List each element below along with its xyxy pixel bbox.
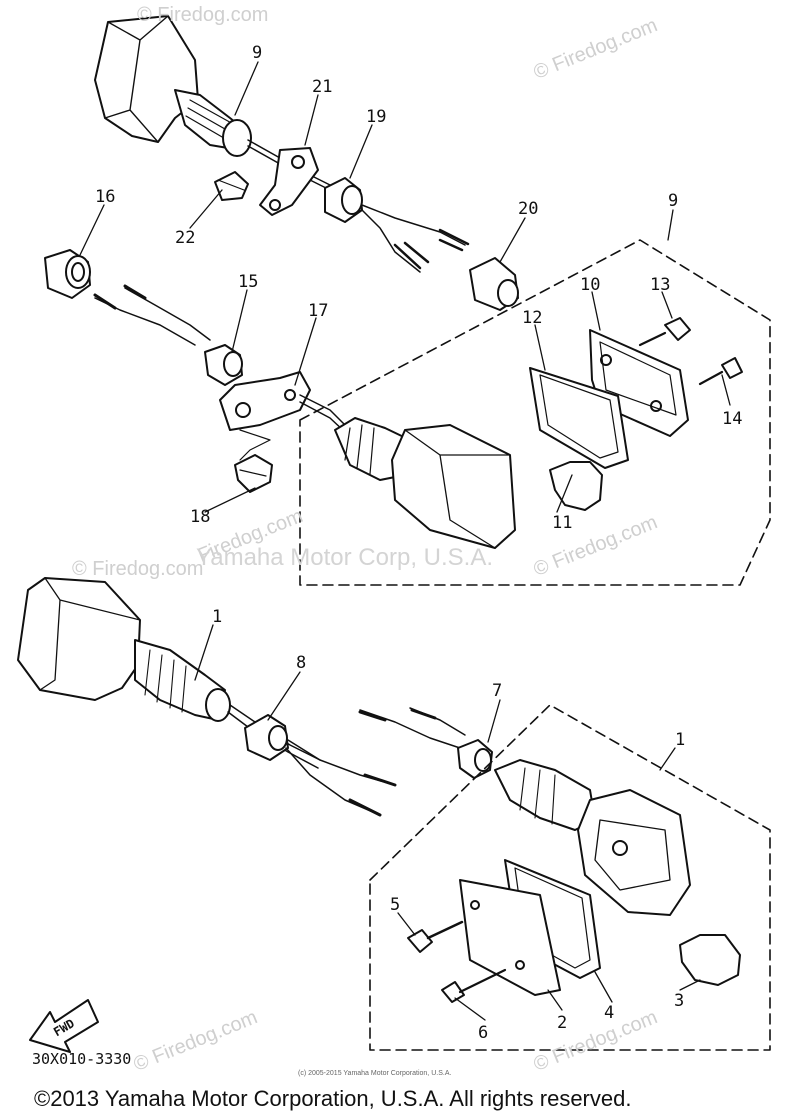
grommet-15 [93,284,243,386]
watermark-firedog: © Firedog.com [72,558,204,580]
watermark-yamaha: Yamaha Motor Corp, U.S.A. [196,544,493,571]
turn-signal-bottom-right [494,759,691,916]
watermark-firedog: © Firedog.com [137,4,269,26]
callout-4: 4 [604,1003,614,1023]
callout-20: 20 [518,199,538,219]
screw-14 [698,357,743,386]
copyright-notice: ©2013 Yamaha Motor Corporation, U.S.A. A… [34,1086,632,1111]
screw-13 [638,317,691,347]
callout-6: 6 [478,1023,488,1043]
turn-signal-middle [299,394,516,549]
diagram-code: 30X010-3330 [32,1050,132,1068]
screw-6 [441,968,507,1003]
callout-9b: 9 [668,191,678,211]
leader-lines [79,61,731,1021]
gasket-12 [529,367,629,469]
callout-13: 13 [650,275,670,295]
callout-7: 7 [492,681,502,701]
callout-1b: 1 [675,730,685,750]
fine-print: (c) 2005-2015 Yamaha Motor Corporation, … [298,1070,452,1077]
assembly-box-upper [299,239,771,586]
bolt-22 [214,171,249,201]
lens-2 [459,879,561,996]
turn-signal-bottom-left [17,577,321,769]
cap-20 [469,257,519,311]
callout-15: 15 [238,272,258,292]
grommet-7 [358,707,493,779]
callout-3: 3 [674,991,684,1011]
callout-22: 22 [175,228,195,248]
callout-1: 1 [212,607,222,627]
bolt-18 [234,454,273,493]
cap-16 [44,249,91,299]
callout-17: 17 [308,301,328,321]
turn-signal-top-left [94,15,331,191]
callout-18: 18 [190,507,210,527]
callout-14: 14 [722,409,742,429]
callout-9: 9 [252,43,262,63]
assembly-box-lower [369,704,771,1051]
bulb-3 [679,934,741,986]
callout-12: 12 [522,308,542,328]
callout-8: 8 [296,653,306,673]
callout-10: 10 [580,275,600,295]
callout-19: 19 [366,107,386,127]
callout-5: 5 [390,895,400,915]
grommet-19 [324,177,470,273]
bulb-11 [549,461,603,511]
fwd-arrow-icon [29,999,99,1053]
callout-2: 2 [557,1013,567,1033]
grommet-8 [244,714,397,817]
callout-11: 11 [552,513,572,533]
bracket-21 [259,147,319,216]
screw-5 [407,920,464,953]
callout-16: 16 [95,187,115,207]
callout-21: 21 [312,77,332,97]
bracket-17 [219,371,311,461]
